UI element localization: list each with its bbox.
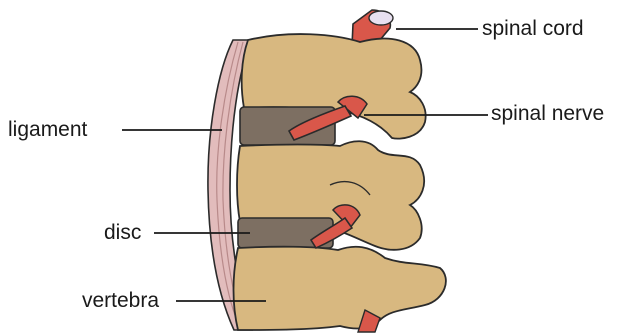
- vertebra-bottom: [234, 247, 446, 330]
- label-disc: disc: [104, 222, 141, 243]
- label-ligament: ligament: [8, 119, 87, 140]
- label-vertebra: vertebra: [82, 290, 159, 311]
- label-spinal-nerve: spinal nerve: [491, 103, 604, 124]
- label-spinal-cord: spinal cord: [482, 18, 584, 39]
